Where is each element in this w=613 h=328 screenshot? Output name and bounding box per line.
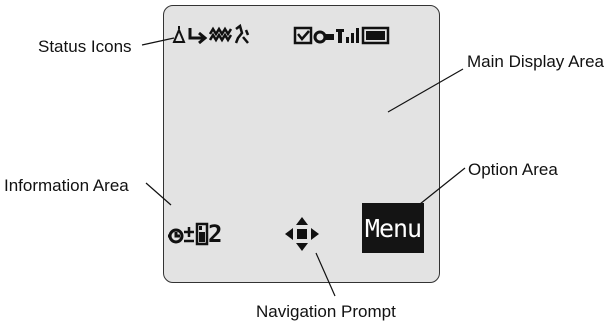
navigation-prompt-label: Navigation Prompt xyxy=(256,302,396,321)
information-area-label: Information Area xyxy=(4,176,129,195)
message-envelope-icon xyxy=(293,26,313,45)
status-icons-label: Status Icons xyxy=(38,37,132,56)
clock-icon xyxy=(168,228,184,244)
status-icons-right xyxy=(293,26,390,45)
information-area-icons xyxy=(168,222,209,246)
plus-minus-icon xyxy=(184,227,194,243)
menu-soft-key-label: Menu xyxy=(364,213,422,243)
four-way-arrow-icon xyxy=(285,217,319,251)
call-forward-icon xyxy=(188,28,208,45)
ringer-icon xyxy=(234,23,250,44)
vibrate-icon xyxy=(208,26,233,43)
status-icons-left xyxy=(172,23,250,45)
status-icons-leader-line xyxy=(141,37,175,46)
signal-strength-icon xyxy=(336,28,359,43)
battery-icon xyxy=(361,26,390,45)
main-display-area-label: Main Display Area xyxy=(467,52,605,71)
navigation-prompt-leader-line xyxy=(315,252,336,297)
line-indicator-text: 2 xyxy=(208,220,223,248)
information-area-leader-line xyxy=(145,182,172,206)
option-area-label: Option Area xyxy=(468,160,558,179)
main-display-leader-line xyxy=(387,68,464,113)
option-area-leader-line xyxy=(419,167,466,205)
key-lock-icon xyxy=(313,30,334,44)
alert-bell-icon xyxy=(172,26,186,43)
handset-icon xyxy=(195,222,209,246)
menu-soft-key[interactable]: Menu xyxy=(362,203,424,253)
